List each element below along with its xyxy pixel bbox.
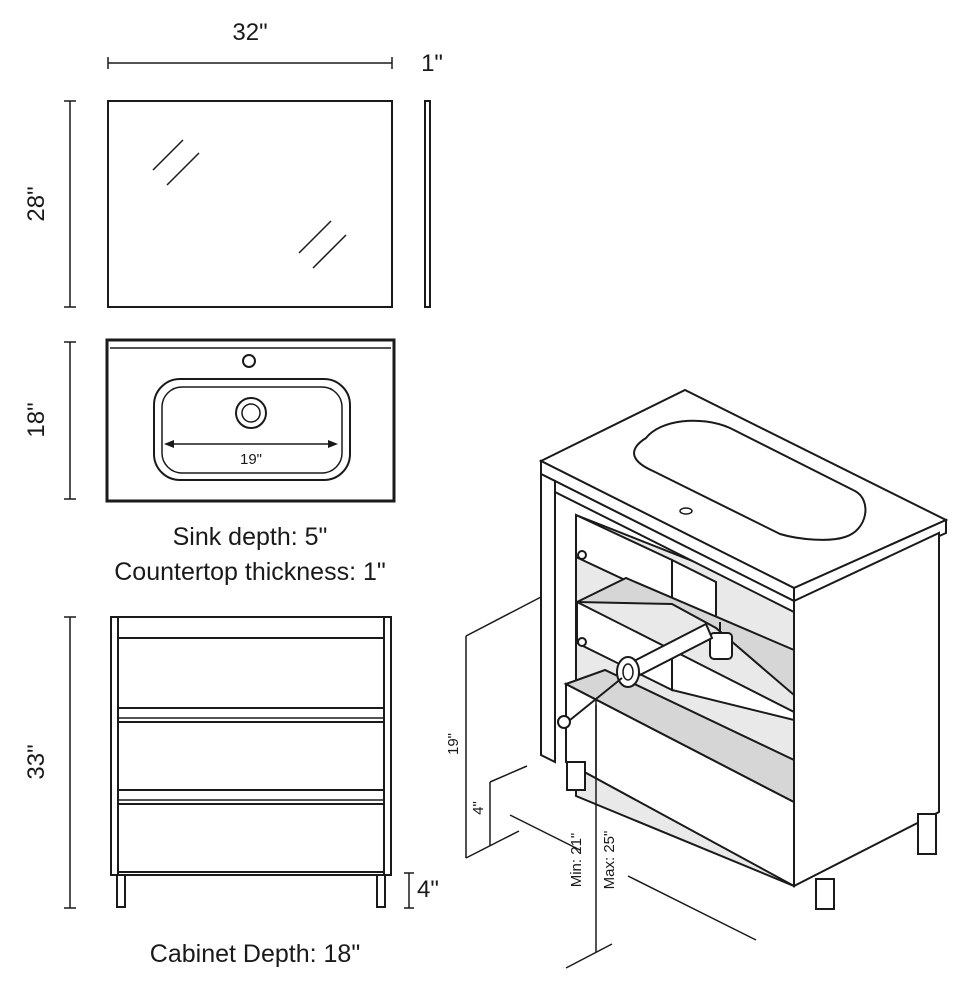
perspective-leg-back-right: [917, 813, 937, 855]
cabinet-depth-caption: Cabinet Depth: 18": [150, 940, 360, 968]
mirror-panel: [107, 100, 393, 308]
drain: [235, 397, 267, 429]
sink-depth-caption: Sink depth: 5": [173, 523, 328, 551]
drawer-top: [117, 637, 385, 709]
perspective-leg-front-right: [815, 878, 835, 910]
knob-middle: [577, 637, 587, 647]
max-height-label: Max: 25": [601, 831, 618, 890]
knob-lower: [557, 715, 571, 729]
cabinet-leg-left: [116, 874, 126, 908]
basin-outer: [153, 378, 351, 481]
mirror-glint: [152, 139, 347, 269]
perspective-basin: [633, 419, 867, 541]
leg-height-dimension-label: 4": [470, 801, 487, 815]
countertop-depth-label: 18": [23, 402, 50, 437]
basin-width-label: 19": [240, 451, 262, 468]
perspective-leg-front-left: [566, 761, 586, 791]
mirror-thickness-label: 1": [421, 50, 443, 77]
cabinet-perspective-view: 19" 4" Min: 21" Max: 25": [445, 388, 949, 969]
basin-inner: [161, 386, 343, 474]
drain-height-label: 19": [445, 733, 462, 755]
cabinet-leg-right: [376, 874, 386, 908]
mirror-height-label: 28": [23, 186, 50, 221]
cabinet-front-view: 33" 4" Cabinet Depth: 18": [23, 616, 439, 968]
drawer-bottom: [117, 803, 385, 873]
min-height-label: Min: 21": [568, 833, 585, 888]
perspective-faucet-hole: [679, 507, 693, 515]
countertop-thickness-caption: Countertop thickness: 1": [114, 558, 386, 586]
leg-height-label: 4": [417, 876, 439, 903]
drain-pipe: [569, 622, 733, 721]
knob-upper: [577, 550, 587, 560]
mirror-width-label: 32": [232, 19, 267, 46]
mirror-side-profile: [424, 100, 431, 308]
mirror-view: 32" 1" 28": [23, 19, 443, 308]
faucet-hole: [242, 354, 256, 368]
drawer-middle: [117, 721, 385, 791]
cabinet-height-label: 33": [23, 744, 50, 779]
countertop-view: 19" 18" Sink depth: 5" Countertop thickn…: [23, 338, 396, 586]
